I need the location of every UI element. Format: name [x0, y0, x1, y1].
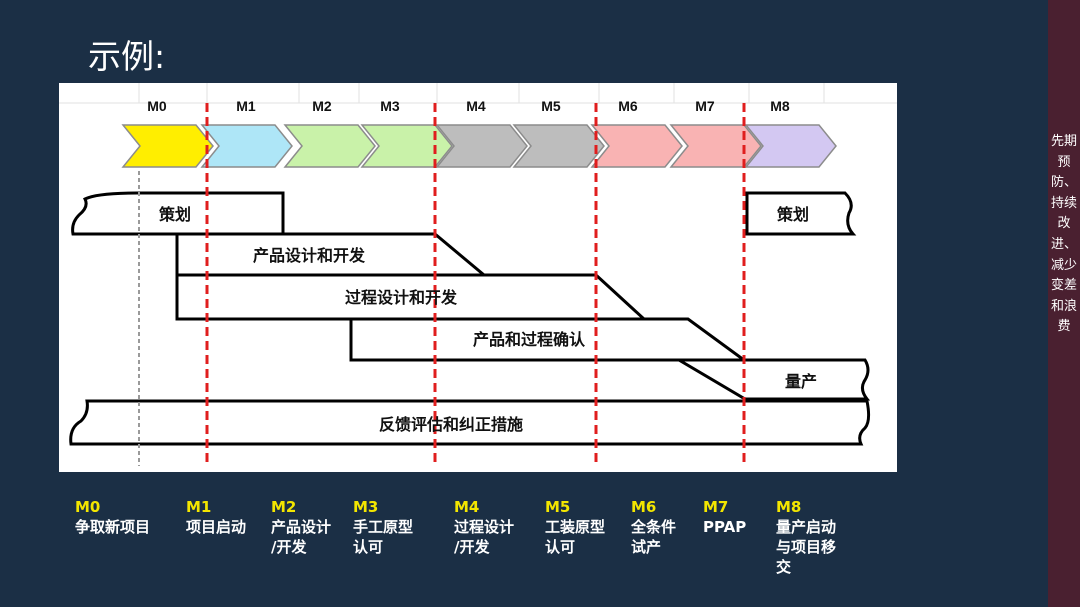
legend-code: M8: [776, 498, 802, 516]
legend-item-m4: M4 过程设计/开发: [454, 497, 514, 557]
milestone-label-m3: M3: [380, 98, 400, 114]
phase-label-process-design: 过程设计和开发: [345, 288, 458, 307]
phase-plan: [71, 191, 285, 236]
legend-description: 试产: [631, 538, 662, 556]
legend-code: M1: [186, 498, 212, 516]
legend-item-m3: M3 手工原型认可: [353, 497, 413, 557]
milestone-label-m4: M4: [466, 98, 486, 114]
phase-label-feedback: 反馈评估和纠正措施: [379, 415, 523, 434]
legend-description: PPAP: [703, 518, 747, 536]
milestone-chevron-m8: [744, 124, 837, 168]
milestone-label-m2: M2: [312, 98, 332, 114]
milestone-label-m8: M8: [770, 98, 790, 114]
legend-description: 量产启动: [776, 518, 837, 536]
milestone-chevron-m5: [512, 124, 605, 168]
legend-item-m1: M1 项目启动: [186, 497, 246, 537]
legend-description: 全条件: [631, 518, 677, 536]
legend-item-m6: M6 全条件试产: [631, 497, 676, 557]
legend-description: 与项目移: [776, 538, 837, 556]
legend-description: 手工原型: [353, 518, 414, 536]
milestone-chevron-m7: [669, 124, 762, 168]
milestone-label-m1: M1: [236, 98, 256, 114]
legend-description: /开发: [271, 538, 307, 556]
phase-feedback: [69, 399, 871, 446]
milestone-chevron-m1: [200, 124, 293, 168]
legend-description: 产品设计: [271, 518, 332, 536]
sidebar-band: [1048, 0, 1080, 607]
legend-item-m5: M5 工装原型认可: [545, 497, 605, 557]
legend-description: 过程设计: [454, 518, 515, 536]
legend-code: M7: [703, 498, 729, 516]
legend-description: 工装原型: [545, 518, 606, 536]
legend-description: 认可: [353, 538, 384, 556]
legend-description: /开发: [454, 538, 490, 556]
legend-code: M2: [271, 498, 297, 516]
phase-label-plan: 策划: [158, 205, 191, 224]
apqp-phase-diagram: M0 M1 M2 M3 M4 M5 M6 M7 M8 策划产品设计和开发过程设计和开发产品和过程确…: [59, 83, 897, 466]
legend-description: 认可: [545, 538, 576, 556]
milestone-label-m6: M6: [618, 98, 638, 114]
milestone-label-m7: M7: [695, 98, 715, 114]
legend-description: 交: [776, 558, 792, 576]
phase-mass-production: [673, 358, 871, 401]
phase-label-plan-repeat: 策划: [776, 205, 809, 224]
phase-plan-repeat: [745, 191, 857, 236]
legend-code: M3: [353, 498, 379, 516]
milestone-chevron-m2: [283, 124, 376, 168]
legend-code: M5: [545, 498, 571, 516]
milestone-label-m0: M0: [147, 98, 167, 114]
phase-label-product-design: 产品设计和开发: [253, 246, 366, 265]
legend-description: 项目启动: [186, 518, 247, 536]
legend-item-m2: M2 产品设计/开发: [271, 497, 331, 557]
legend-item-m0: M0 争取新项目: [75, 497, 150, 537]
legend-code: M4: [454, 498, 480, 516]
milestone-label-m5: M5: [541, 98, 561, 114]
milestone-chevron-m4: [435, 124, 528, 168]
slide-title: 示例:: [88, 37, 166, 76]
legend-code: M0: [75, 498, 101, 516]
milestone-chevron-m6: [590, 124, 683, 168]
legend-code: M6: [631, 498, 657, 516]
phase-label-validation: 产品和过程确认: [473, 330, 586, 349]
sidebar-slogan: 先期预防、持续改进、减少变差和浪费: [1050, 134, 1077, 335]
milestone-chevron-m0: [121, 124, 214, 168]
apqp-diagram-panel: M0 M1 M2 M3 M4 M5 M6 M7 M8 策划产品设计和开发过程设计和开发产品和过程确…: [59, 83, 897, 472]
legend-description: 争取新项目: [75, 518, 151, 536]
legend-item-m8: M8 量产启动与项目移交: [776, 497, 836, 577]
phase-label-mass-production: 量产: [785, 372, 817, 391]
